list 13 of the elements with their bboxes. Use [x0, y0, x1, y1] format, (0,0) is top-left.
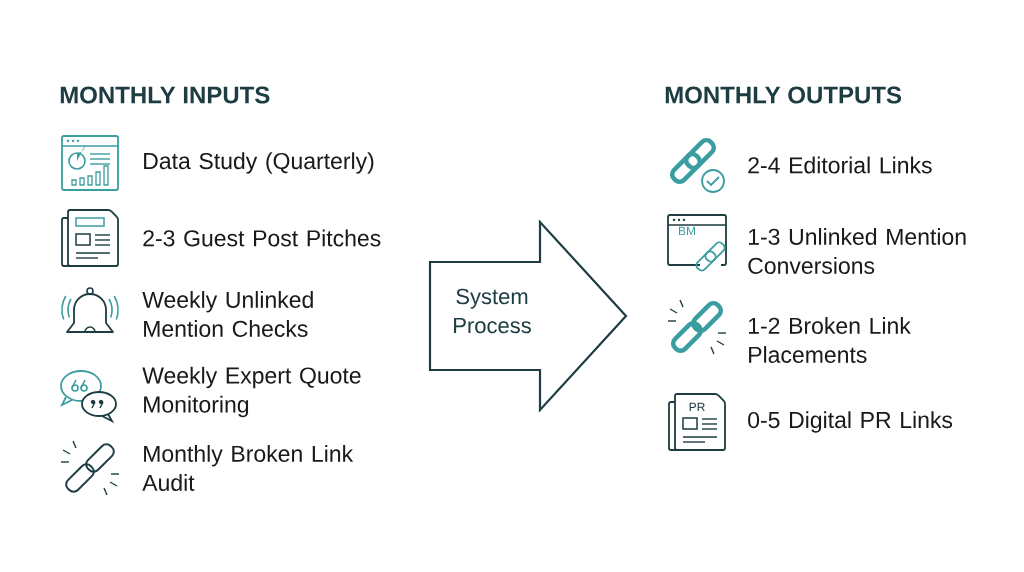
- list-item-text: Weekly Unlinked Mention Checks: [142, 291, 313, 337]
- list-item-text: 2-4 Editorial Links: [748, 156, 932, 174]
- list-item-text: 2-3 Guest Post Pitches: [143, 229, 381, 247]
- list-item-text: 0-5 Digital PR Links: [748, 411, 953, 433]
- list-item-text: 1-2 Broken Link Placements: [748, 317, 911, 363]
- list-item-text: 1-3 Unlinked Mention Conversions: [748, 228, 966, 274]
- column-heading: MONTHLY OUTPUTS: [665, 86, 902, 104]
- column-heading: MONTHLY INPUTS: [60, 86, 270, 104]
- list-item-text: Monthly Broken Link Audit: [142, 445, 354, 491]
- list-item-text: Data Study (Quarterly): [144, 152, 374, 174]
- list-item-text: Weekly Expert Quote Monitoring: [142, 366, 361, 418]
- icon-lettering: PR: [689, 402, 705, 412]
- icon-lettering: BM: [679, 226, 695, 236]
